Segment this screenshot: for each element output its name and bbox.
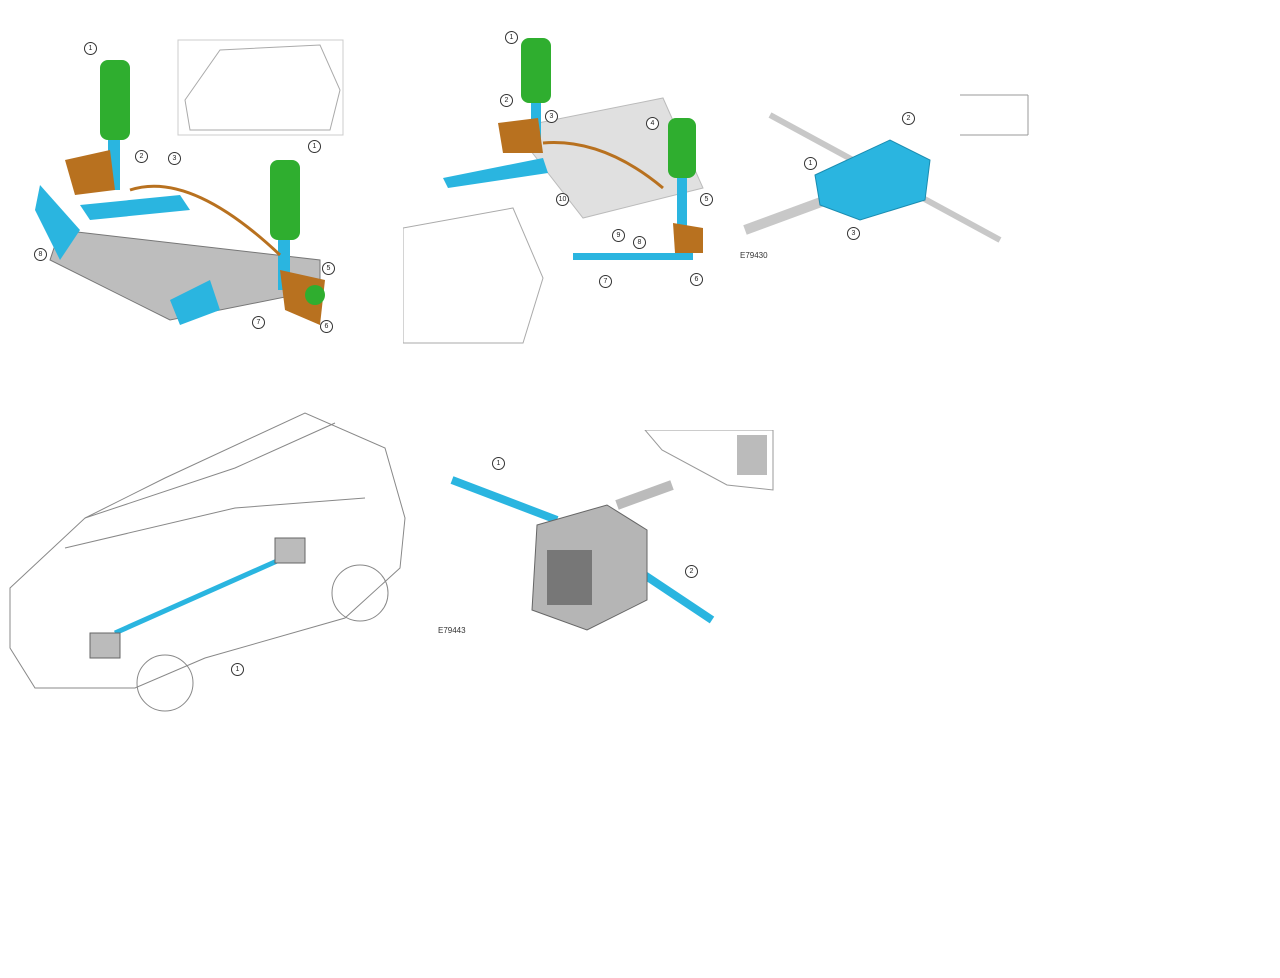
callout: 2 [902, 112, 915, 125]
callout: 3 [168, 152, 181, 165]
rear-differential-illustration [743, 94, 1029, 243]
callout: 1 [505, 31, 518, 44]
callout: 8 [633, 236, 646, 249]
rear-suspension-figure: 1 2 3 4 5 6 7 8 9 10 [403, 28, 743, 346]
figure-code: E79430 [740, 251, 768, 260]
callout: 7 [599, 275, 612, 288]
callout: 2 [500, 94, 513, 107]
callout: 1 [804, 157, 817, 170]
vehicle-driveshaft-figure: 1 [5, 408, 410, 718]
callout: 4 [646, 117, 659, 130]
transmission-halfshafts-figure: 1 2 E79443 [437, 430, 775, 640]
callout: 2 [135, 150, 148, 163]
callout: 6 [690, 273, 703, 286]
front-suspension-illustration [35, 39, 344, 325]
callout: 6 [320, 320, 333, 333]
callout: 5 [322, 262, 335, 275]
callout: 3 [847, 227, 860, 240]
rear-suspension-illustration [403, 38, 704, 344]
rear-differential-figure: 2 1 3 E79430 [740, 90, 1030, 265]
callout: 1 [231, 663, 244, 676]
figure-code: E79443 [438, 626, 466, 635]
callout: 8 [34, 248, 47, 261]
callout: 1 [308, 140, 321, 153]
callout: 3 [545, 110, 558, 123]
callout: 5 [700, 193, 713, 206]
callout: 10 [556, 193, 569, 206]
callout: 9 [612, 229, 625, 242]
callout: 7 [252, 316, 265, 329]
transmission-halfshafts-illustration [450, 430, 774, 631]
callout: 1 [492, 457, 505, 470]
callout: 2 [685, 565, 698, 578]
front-suspension-figure: 1 1 2 3 5 6 7 8 [20, 30, 370, 340]
vehicle-driveshaft-illustration [9, 412, 406, 712]
callout: 1 [84, 42, 97, 55]
